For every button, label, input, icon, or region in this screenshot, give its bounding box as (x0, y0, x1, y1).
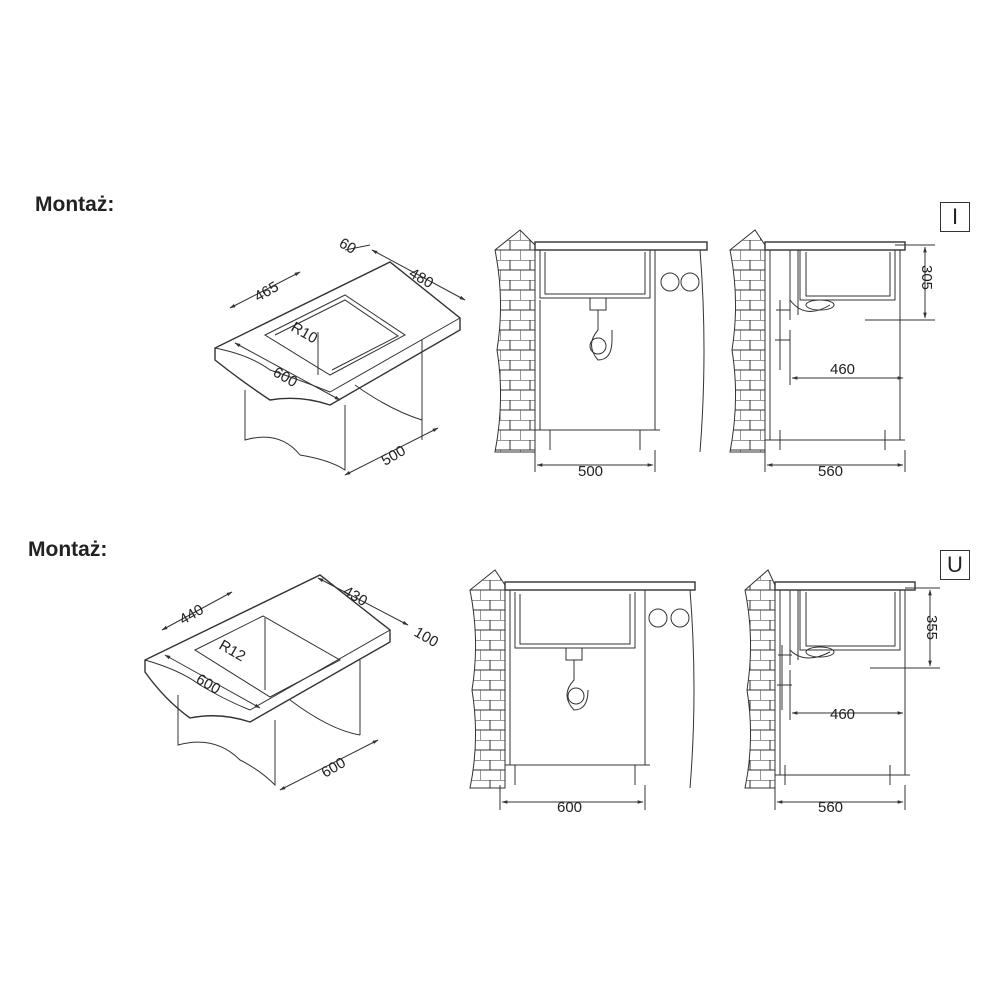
dim-cabinet: 500 (379, 442, 409, 469)
side-view-top-mount: 305 460 560 (729, 229, 935, 480)
dim-lip-u: 100 (411, 624, 441, 651)
dim-side-depth: 560 (818, 463, 843, 480)
dim-cut-width-u: 440 (177, 601, 207, 628)
dim-side-depth-u: 560 (818, 799, 843, 816)
mount-type-badge-bottom: U (940, 550, 970, 580)
dim-cut-width: 465 (252, 278, 282, 305)
front-view-undermount: 600 (469, 569, 696, 816)
mount-heading-bottom: Montaż: (28, 538, 108, 561)
mount-type-badge-top: I (940, 202, 970, 232)
dim-side-height: 305 (918, 265, 935, 290)
dim-lip: 60 (336, 235, 359, 258)
dim-side-height-u: 355 (923, 615, 940, 640)
mount-heading-top: Montaż: (35, 193, 115, 216)
iso-view-undermount: 440 430 100 R12 600 600 (144, 574, 441, 791)
dim-front-cabinet: 500 (578, 463, 603, 480)
dim-side-drain-u: 460 (830, 706, 855, 723)
iso-view-top-mount: 60 465 480 600 R10 500 (214, 235, 466, 476)
dim-front-cabinet-u: 600 (557, 799, 582, 816)
dim-cabinet-u: 600 (319, 754, 349, 781)
dim-side-drain: 460 (830, 361, 855, 378)
side-view-undermount: 355 460 560 (744, 569, 940, 816)
front-view-top-mount: 500 (494, 229, 708, 480)
